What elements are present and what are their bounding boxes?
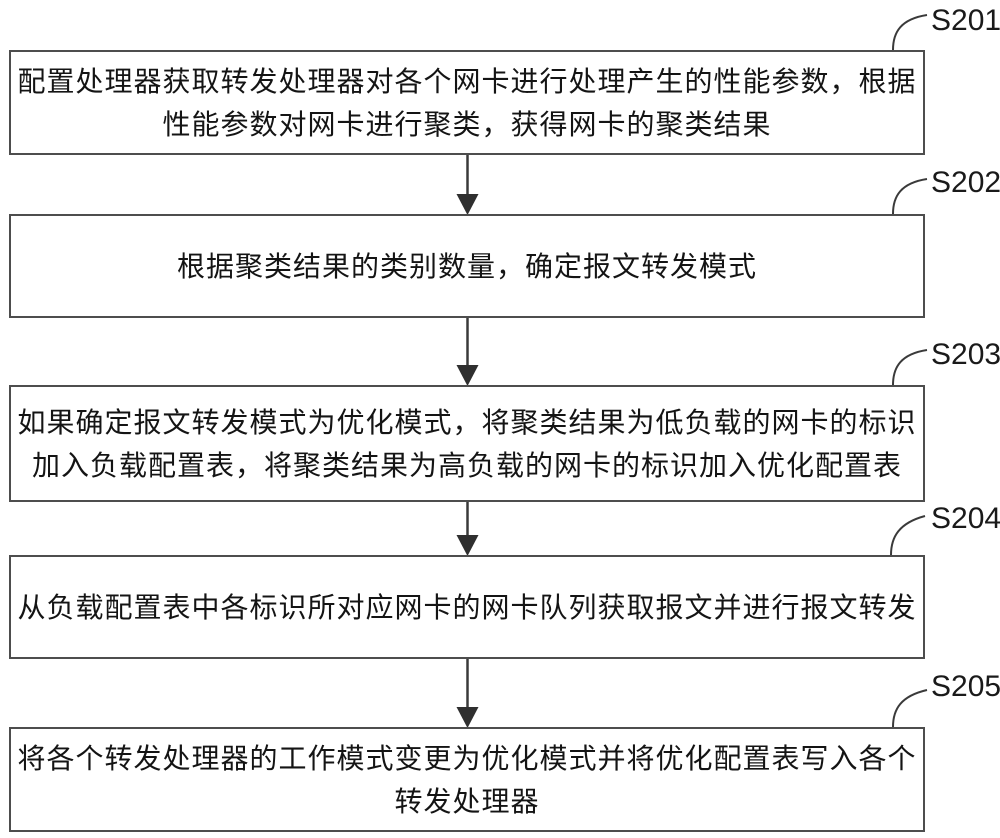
- flow-step-text-line: 配置处理器获取转发处理器对各个网卡进行处理产生的性能参数，根据: [17, 64, 917, 98]
- flow-step-box-s201: 配置处理器获取转发处理器对各个网卡进行处理产生的性能参数，根据 性能参数对网卡进…: [9, 50, 925, 155]
- connector-arrow-2: [456, 318, 479, 386]
- step-label-s201: S201: [931, 4, 1000, 37]
- connector-arrow-3: [456, 502, 479, 556]
- connector-arrow-1: [456, 155, 479, 215]
- flow-step-text-line: 将各个转发处理器的工作模式变更为优化模式并将优化配置表写入各个: [17, 741, 917, 775]
- flow-step-text-line: 从负载配置表中各标识所对应网卡的网卡队列获取报文并进行报文转发: [17, 590, 917, 624]
- flow-step-box-s204: 从负载配置表中各标识所对应网卡的网卡队列获取报文并进行报文转发: [9, 555, 925, 659]
- step-label-s202: S202: [931, 166, 1000, 199]
- flow-step-text-line: 转发处理器: [394, 784, 540, 818]
- flow-step-box-s205: 将各个转发处理器的工作模式变更为优化模式并将优化配置表写入各个 转发处理器: [9, 727, 925, 832]
- flow-step-text-line: 如果确定报文转发模式为优化模式，将聚类结果为低负载的网卡的标识: [17, 405, 917, 439]
- leader-curve-s205: [892, 689, 928, 728]
- leader-curve-s203: [892, 349, 928, 386]
- flow-step-text-line: 加入负载配置表，将聚类结果为高负载的网卡的标识加入优化配置表: [31, 448, 902, 482]
- step-label-s203: S203: [931, 338, 1000, 371]
- step-label-s204: S204: [931, 502, 1000, 535]
- leader-curve-s202: [892, 178, 928, 215]
- leader-curve-s201: [892, 14, 928, 51]
- connector-arrow-4: [456, 659, 479, 728]
- flow-step-box-s202: 根据聚类结果的类别数量，确定报文转发模式: [9, 214, 925, 318]
- flow-step-box-s203: 如果确定报文转发模式为优化模式，将聚类结果为低负载的网卡的标识 加入负载配置表，…: [9, 385, 925, 502]
- leader-curve-s204: [890, 515, 926, 556]
- flow-step-text-line: 根据聚类结果的类别数量，确定报文转发模式: [176, 249, 757, 283]
- step-label-s205: S205: [931, 670, 1000, 703]
- flow-step-text-line: 性能参数对网卡进行聚类，获得网卡的聚类结果: [162, 107, 772, 141]
